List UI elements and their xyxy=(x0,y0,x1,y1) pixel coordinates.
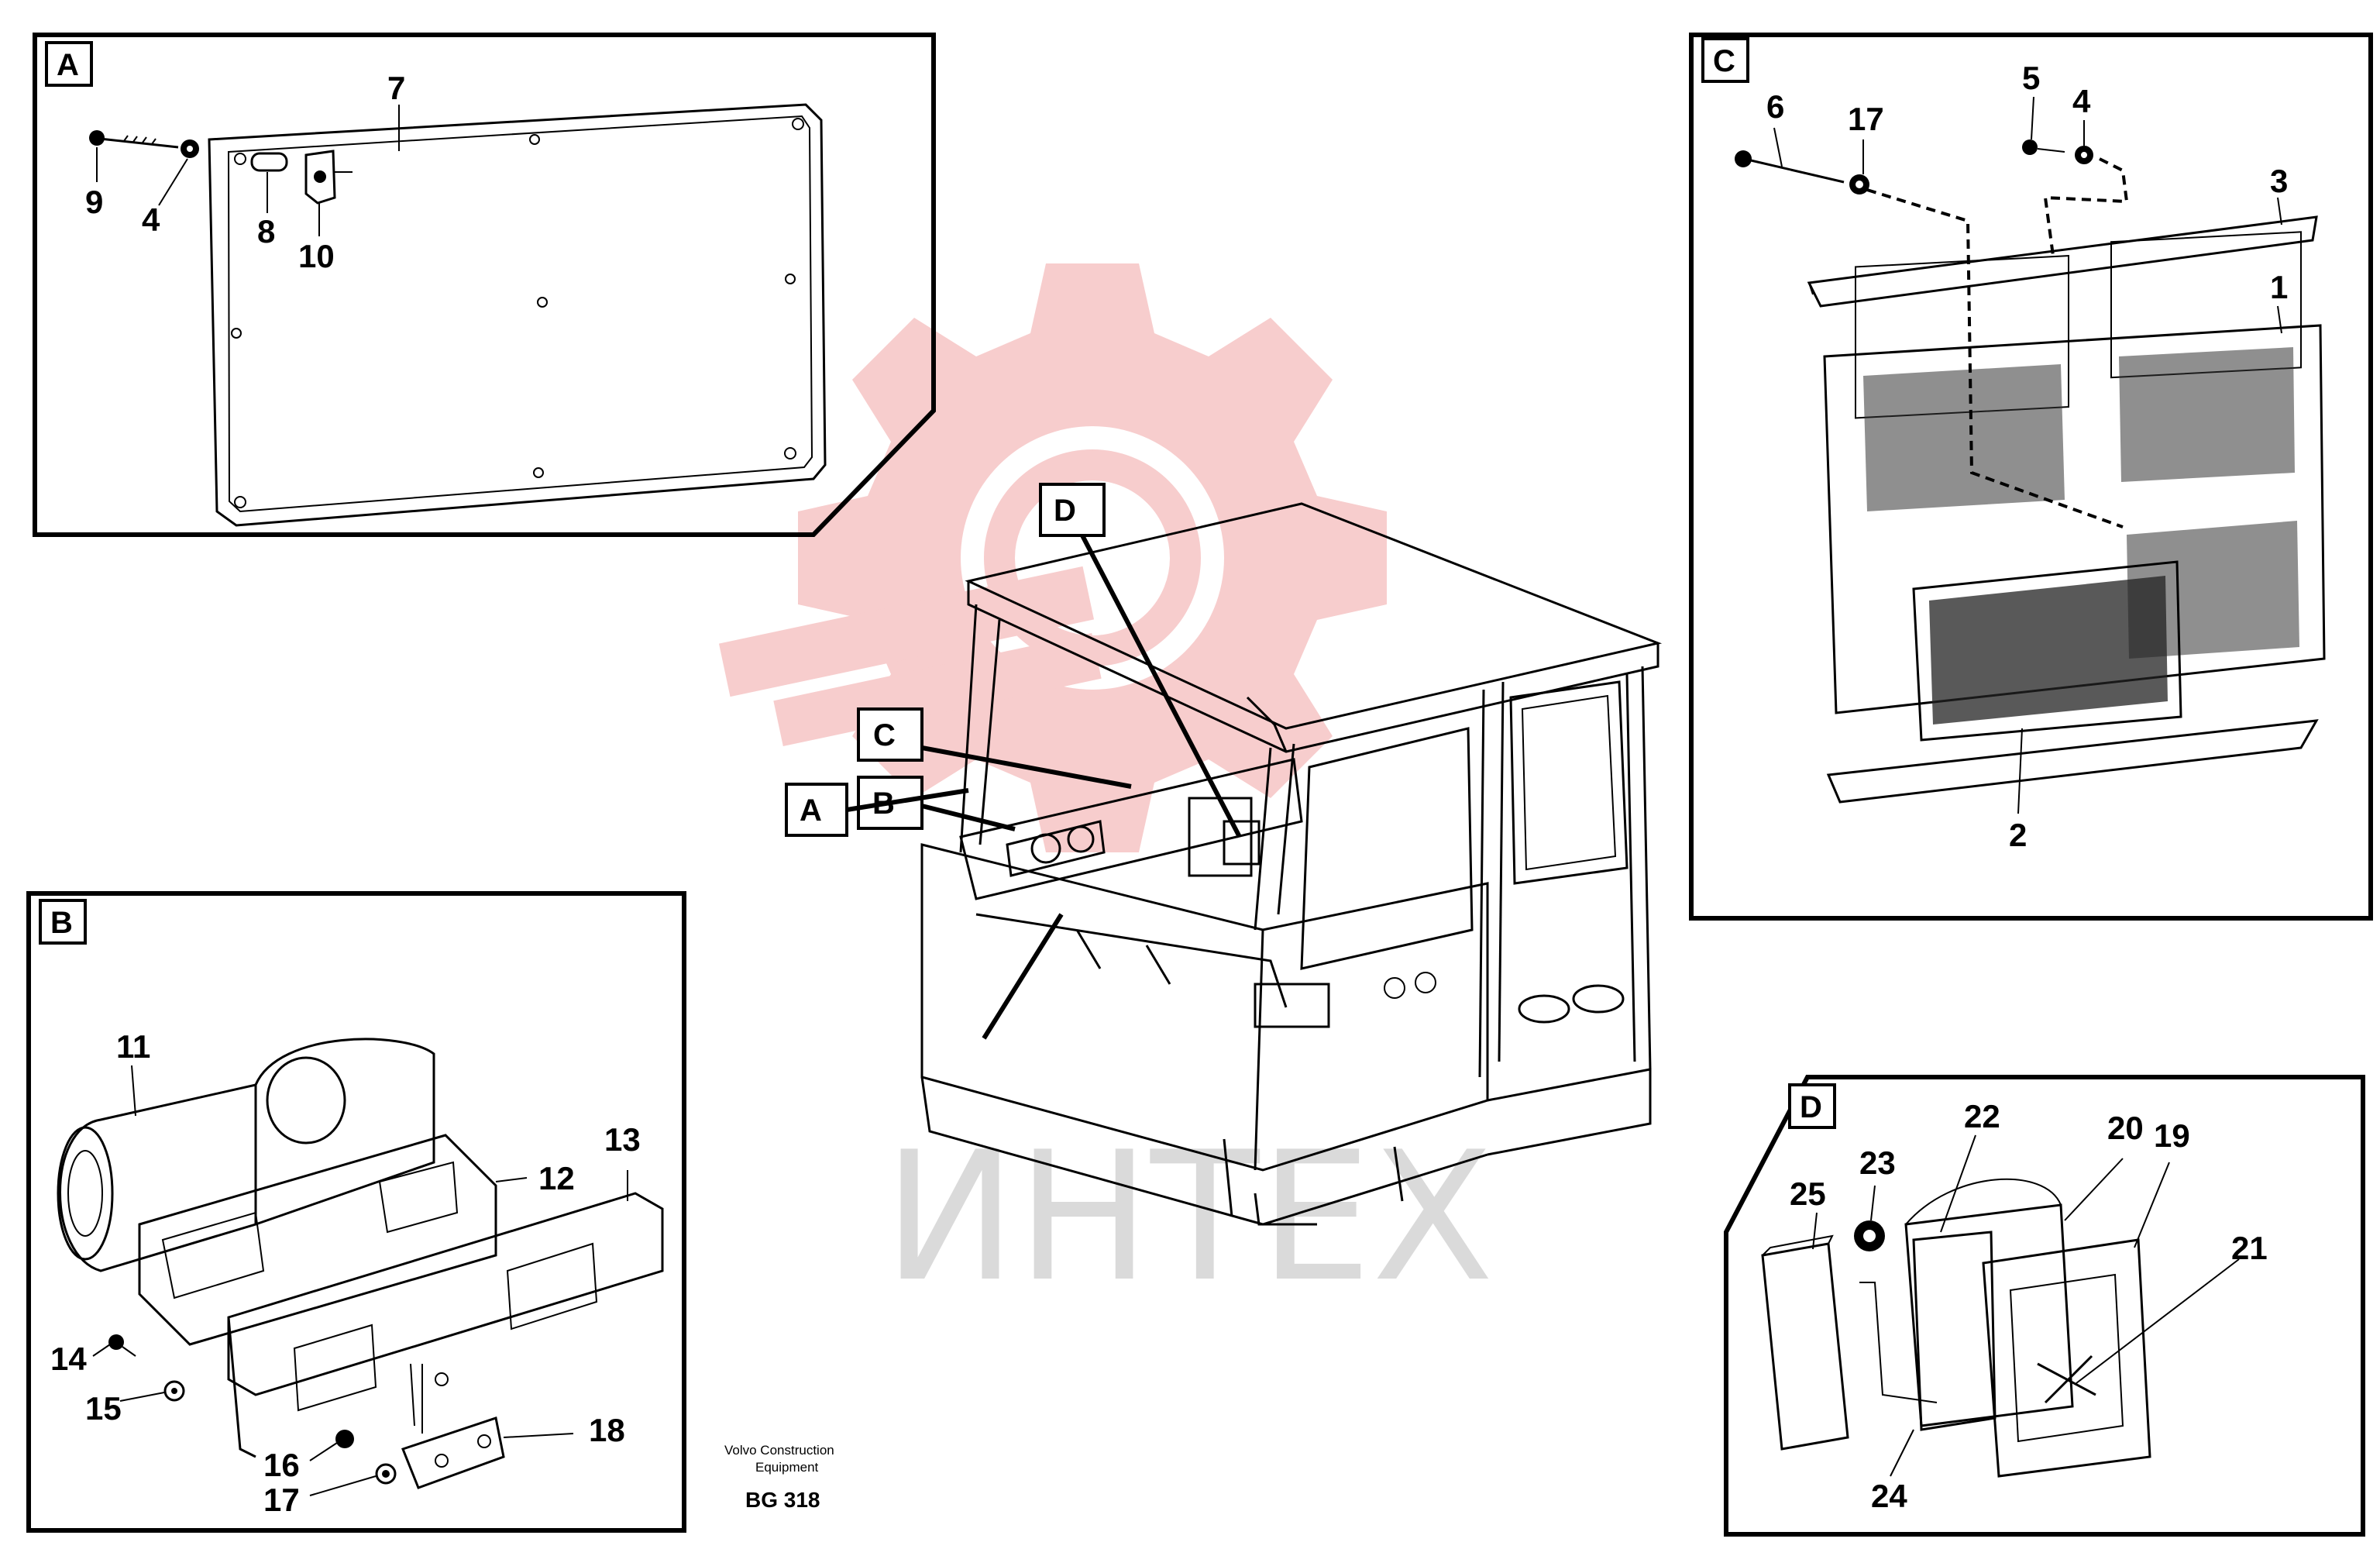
part-5: 5 xyxy=(2022,60,2040,96)
part-23: 23 xyxy=(1859,1145,1896,1181)
part-9: 9 xyxy=(85,184,103,220)
part-21: 21 xyxy=(2231,1230,2268,1266)
part-3: 3 xyxy=(2270,163,2288,199)
part-8: 8 xyxy=(257,213,275,250)
part-4-c: 4 xyxy=(2072,83,2091,119)
part-18: 18 xyxy=(589,1412,625,1448)
publisher-code: BG 318 xyxy=(745,1488,820,1512)
panel-c-label: C xyxy=(1713,44,1735,78)
part-19: 19 xyxy=(2154,1117,2190,1154)
part-10: 10 xyxy=(298,238,335,274)
cab-illustration: D C A B xyxy=(785,483,1663,1226)
panel-d: D 25 23 22 20 19 21 24 xyxy=(1724,1075,2365,1537)
watermark-text: ИНТЕХ xyxy=(883,1114,1494,1321)
part-24: 24 xyxy=(1871,1478,1907,1514)
part-4-a: 4 xyxy=(142,201,160,238)
part-17-b: 17 xyxy=(263,1482,300,1518)
part-14: 14 xyxy=(50,1341,87,1377)
part-15: 15 xyxy=(85,1390,122,1427)
part-25: 25 xyxy=(1790,1176,1826,1212)
part-16: 16 xyxy=(263,1447,300,1483)
publisher-line1: Volvo Construction xyxy=(724,1443,834,1458)
panel-a-label: A xyxy=(57,48,79,82)
panel-c: C 6 17 5 4 3 xyxy=(1689,33,2373,921)
panel-a: A 7 9 4 8 10 xyxy=(33,33,936,537)
part-1: 1 xyxy=(2270,269,2288,305)
cab-callout-a: A xyxy=(800,793,822,828)
part-7: 7 xyxy=(387,70,405,106)
publisher-line2: Equipment xyxy=(755,1460,819,1475)
cab-callout-c: C xyxy=(873,718,896,752)
publisher-block: Volvo Construction Equipment BG 318 xyxy=(724,1443,834,1512)
part-13: 13 xyxy=(604,1121,641,1158)
part-20: 20 xyxy=(2107,1110,2144,1146)
panel-b: B 11 12 13 14 xyxy=(26,891,686,1533)
part-2: 2 xyxy=(2009,817,2027,853)
part-22: 22 xyxy=(1964,1098,2000,1134)
panel-b-label: B xyxy=(50,906,73,940)
cab-callout-d: D xyxy=(1054,494,1076,528)
part-12: 12 xyxy=(538,1160,575,1196)
panel-d-label: D xyxy=(1800,1090,1822,1124)
part-11: 11 xyxy=(116,1028,150,1065)
part-17-c: 17 xyxy=(1848,101,1884,137)
part-6: 6 xyxy=(1766,88,1784,125)
